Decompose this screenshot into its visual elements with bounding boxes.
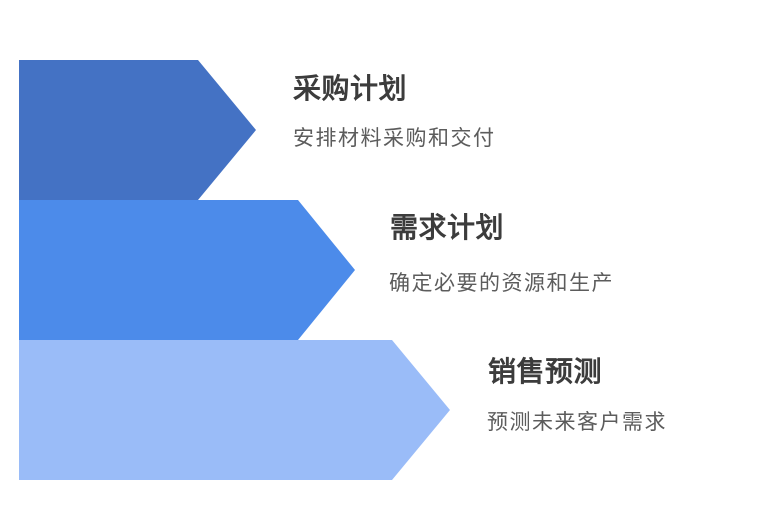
- step-2-text: 需求计划 确定必要的资源和生产: [389, 212, 614, 295]
- arrow-step-3-icon: [19, 340, 450, 480]
- step-1-title: 采购计划: [293, 73, 408, 104]
- step-3-subtitle: 预测未来客户需求: [487, 411, 667, 434]
- step-2-title: 需求计划: [390, 212, 505, 243]
- step-3-title: 销售预测: [488, 356, 603, 387]
- step-1-subtitle: 安排材料采购和交付: [293, 127, 496, 150]
- step-3-text: 销售预测 预测未来客户需求: [487, 356, 667, 434]
- step-1-text: 采购计划 安排材料采购和交付: [293, 73, 496, 150]
- arrow-step-1-icon: [19, 60, 256, 200]
- step-2-subtitle: 确定必要的资源和生产: [389, 272, 614, 295]
- arrow-step-2-icon: [19, 200, 355, 340]
